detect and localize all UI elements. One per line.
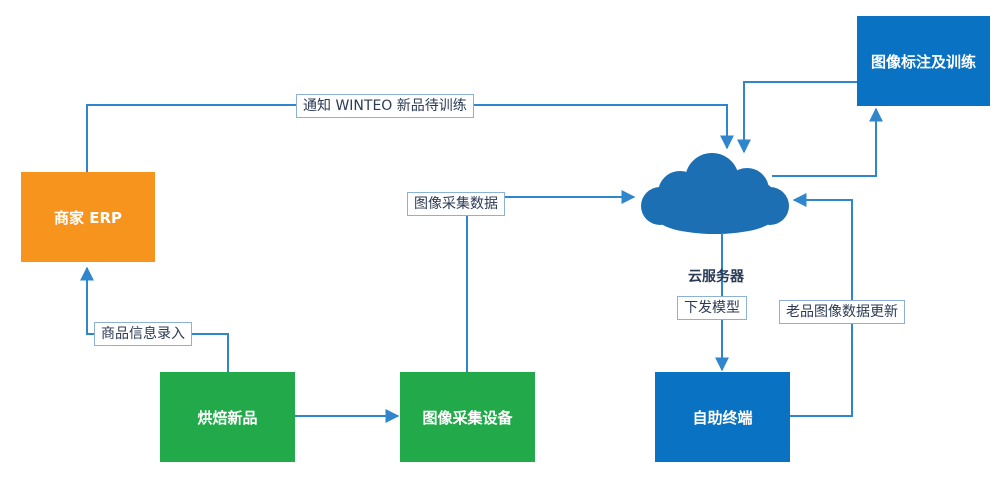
node-self-service-terminal-label: 自助终端 <box>692 408 753 427</box>
node-bakery-new-product-label: 烘焙新品 <box>197 408 258 427</box>
label-old-product-image-update: 老品图像数据更新 <box>779 300 905 324</box>
node-merchant-erp: 商家 ERP <box>21 172 155 262</box>
edge-product-entry <box>80 266 229 372</box>
node-bakery-new-product: 烘焙新品 <box>160 372 295 462</box>
node-image-capture-device: 图像采集设备 <box>400 372 535 462</box>
edge-cloud-annotate <box>772 107 883 177</box>
cloud-server-label: 云服务器 <box>688 269 744 285</box>
edge-image-data <box>466 190 636 372</box>
node-image-capture-device-label: 图像采集设备 <box>422 408 513 427</box>
node-merchant-erp-label: 商家 ERP <box>53 208 122 227</box>
label-deploy-model: 下发模型 <box>677 296 747 320</box>
label-notify-new-product: 通知 WINTEO 新品待训练 <box>296 94 474 118</box>
label-product-info-entry: 商品信息录入 <box>94 322 192 346</box>
node-image-annotation-training-label: 图像标注及训练 <box>870 52 976 71</box>
label-image-capture-data: 图像采集数据 <box>407 192 505 216</box>
node-self-service-terminal: 自助终端 <box>655 372 790 462</box>
edge-annotate-cloud <box>737 81 857 154</box>
cloud-icon <box>641 153 789 234</box>
node-image-annotation-training: 图像标注及训练 <box>857 16 990 106</box>
